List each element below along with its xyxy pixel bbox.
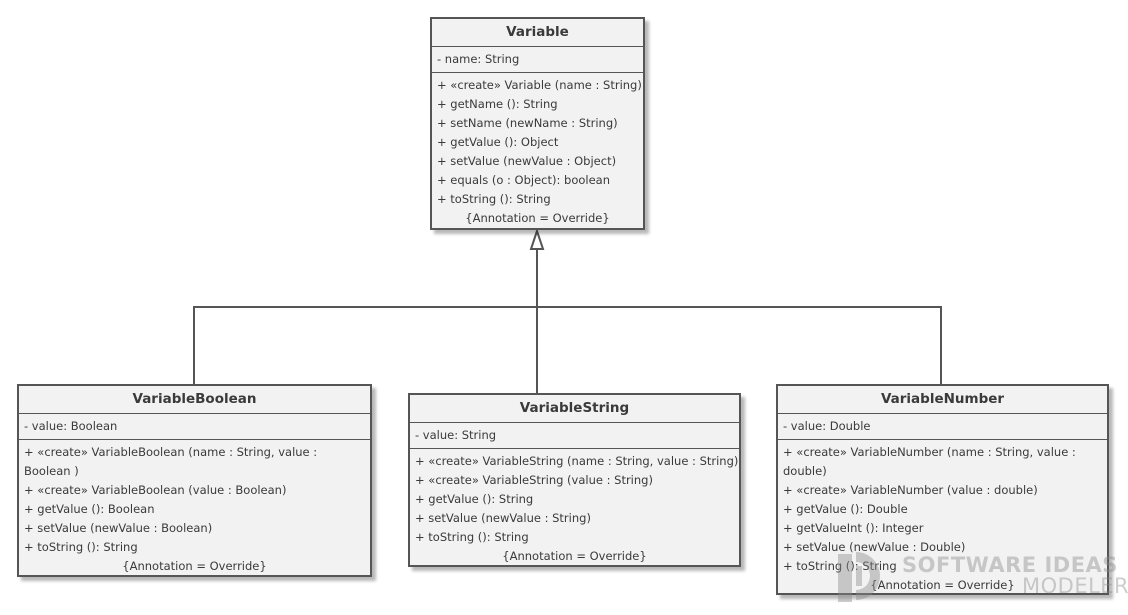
class-variable-boolean[interactable]: VariableBoolean - value: Boolean + «crea… (17, 384, 372, 577)
attribute-row: - name: String (437, 52, 520, 66)
software-ideas-modeler-watermark: SOFTWARE IDEAS MODELER (836, 548, 1128, 608)
annotation-tag: {Annotation = Override} (465, 211, 610, 225)
class-name: VariableNumber (778, 386, 1107, 414)
attributes-compartment: - name: String (432, 47, 643, 73)
attributes-compartment: - value: Double (778, 414, 1107, 440)
operation-row: + setValue (newValue : Boolean) (24, 521, 213, 535)
watermark-title: SOFTWARE IDEAS (902, 553, 1118, 577)
operations-compartment: + «create» VariableBoolean (name : Strin… (19, 440, 370, 579)
connector-variable-boolean (193, 306, 537, 384)
attribute-row: - value: String (415, 428, 497, 442)
annotation-tag: {Annotation = Override} (502, 549, 647, 563)
operation-row: + setValue (newValue : Object) (437, 154, 617, 168)
annotation-tag: {Annotation = Override} (870, 578, 1015, 592)
connector-variable-number (537, 306, 942, 384)
operation-row: + getValue (): Object (437, 135, 559, 149)
operation-row: + getValue (): Boolean (24, 502, 155, 516)
operation-row: + «create» Variable (name : String) (437, 78, 642, 92)
generalization-arrowhead (529, 227, 545, 250)
attribute-row: - value: Boolean (24, 419, 118, 433)
attributes-compartment: - value: String (410, 423, 739, 449)
annotation-tag: {Annotation = Override} (122, 559, 267, 573)
operation-row: + toString (): String (437, 192, 551, 206)
operation-row: + «create» VariableNumber (name : String… (783, 445, 1076, 478)
modeler-logo-icon (838, 552, 880, 602)
operation-row: + setName (newName : String) (437, 116, 618, 130)
operation-row: + getName (): String (437, 97, 558, 111)
operation-row: + getValue (): Double (783, 502, 908, 516)
class-name: VariableBoolean (19, 386, 370, 414)
class-name: Variable (432, 19, 643, 47)
operation-row: + equals (o : Object): boolean (437, 173, 610, 187)
operation-row: + «create» VariableString (name : String… (415, 454, 739, 468)
operation-row: + setValue (newValue : String) (415, 511, 591, 525)
operation-row: + toString (): String (24, 540, 138, 554)
attributes-compartment: - value: Boolean (19, 414, 370, 440)
operations-compartment: + «create» VariableNumber (name : String… (778, 440, 1107, 598)
operation-row: + getValue (): String (415, 492, 534, 506)
operation-row: + setValue (newValue : Double) (783, 540, 966, 554)
class-variable-number[interactable]: VariableNumber - value: Double + «create… (776, 384, 1109, 595)
operation-row: + «create» VariableString (value : Strin… (415, 473, 653, 487)
attribute-row: - value: Double (783, 419, 871, 433)
operation-row: + «create» VariableBoolean (value : Bool… (24, 483, 287, 497)
operation-row: + getValueInt (): Integer (783, 521, 924, 535)
watermark-subtitle: MODELER (1022, 574, 1128, 598)
class-name: VariableString (410, 395, 739, 423)
operations-compartment: + «create» VariableString (name : String… (410, 449, 739, 569)
operation-row: + toString (): String (783, 559, 897, 573)
operation-row: + toString (): String (415, 530, 529, 544)
operations-compartment: + «create» Variable (name : String) + ge… (432, 73, 643, 231)
operation-row: + «create» VariableNumber (value : doubl… (783, 483, 1038, 497)
class-variable-string[interactable]: VariableString - value: String + «create… (408, 393, 741, 567)
class-variable[interactable]: Variable - name: String + «create» Varia… (430, 17, 645, 230)
operation-row: + «create» VariableBoolean (name : Strin… (24, 445, 318, 478)
